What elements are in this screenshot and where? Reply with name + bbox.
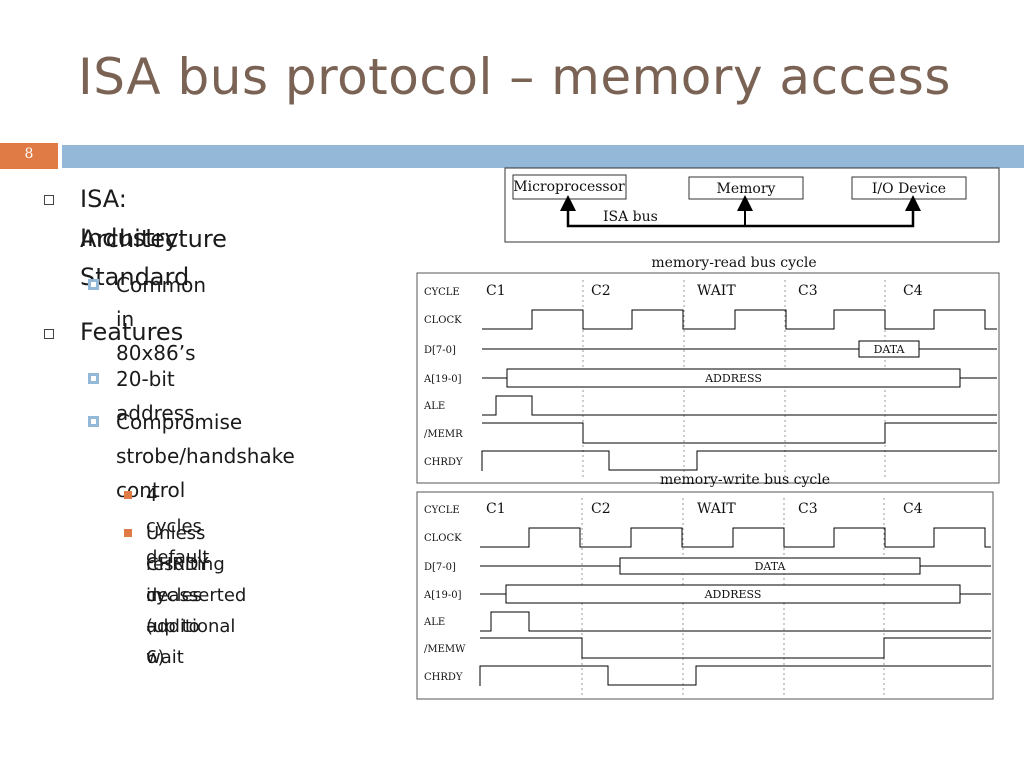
read-signal-label: CYCLE: [424, 287, 460, 298]
write-signal-label: CYCLE: [424, 505, 460, 516]
memory-label: Memory: [717, 181, 776, 197]
write-signal-label: CHRDY: [424, 672, 463, 683]
read-ale-waveform: [482, 395, 997, 416]
bullet-compromise-continued: strobe/handshake control: [116, 444, 295, 502]
microprocessor-label: Microprocessor: [513, 179, 625, 195]
page-number-box: [0, 143, 58, 169]
read-clock-waveform: [482, 309, 997, 330]
bullet-features: Features: [80, 318, 184, 346]
page-number: 8: [24, 146, 34, 162]
read-signal-label: /MEMR: [424, 429, 463, 440]
slide-title: ISA bus protocol – memory access: [78, 48, 951, 106]
bullet-chrdy-continued-2: cycles (up to 6): [146, 585, 202, 668]
square-bullet-icon: [88, 373, 99, 384]
write-data-label: DATA: [755, 560, 787, 573]
write-clock-waveform: [480, 527, 991, 548]
io-device-label: I/O Device: [872, 181, 946, 197]
bullet-isa-continued: Architecture: [80, 225, 227, 253]
write-address-box: [505, 584, 961, 604]
read-signal-label: CHRDY: [424, 457, 463, 468]
read-address-box: [506, 368, 961, 388]
write-caption: memory-write bus cycle: [660, 472, 830, 488]
bullet-compromise: Compromise: [116, 410, 243, 434]
square-bullet-icon: [88, 416, 99, 427]
write-data-box: [619, 557, 921, 575]
write-waveforms: CYCLE CLOCK D[7-0] A[19-0] ALE/MEMW CHRDY C1 C2…: [423, 498, 991, 695]
read-signal-label: A[19-0]: [423, 374, 462, 385]
read-cycle-label: C2: [591, 283, 611, 299]
bullet-chrdy-continued: resulting in additional wait: [146, 554, 236, 668]
read-caption: memory-read bus cycle: [651, 255, 816, 271]
hollow-square-bullet-icon: [44, 329, 54, 339]
write-cycle-label: C2: [591, 501, 611, 517]
read-data-label: DATA: [874, 343, 906, 356]
bullet-address: 20-bit address: [116, 367, 195, 425]
read-data-box: [858, 340, 920, 358]
write-cycle-label: C3: [798, 501, 818, 517]
write-signal-label: A[19-0]: [423, 590, 462, 601]
read-chrdy-waveform: [481, 450, 997, 471]
write-timing-diagram: memory-write bus cycle CYCLE CLOCK D[7-0] A…: [416, 472, 994, 700]
bullet-common: Common in 80x86’s: [116, 273, 207, 365]
read-signal-label: ALE: [423, 401, 445, 412]
read-waveforms: CYCLE CLOCK D[7-0] A[19-0] ALE/MEMR CHRDY C1 C2…: [423, 280, 997, 478]
read-timing-diagram: memory-read bus cycle CYCLE CLOCK D[7-0] A[…: [416, 255, 1000, 484]
read-cycle-label: C4: [903, 283, 923, 299]
write-cycle-label: C1: [486, 501, 506, 517]
filled-square-bullet-icon: [124, 529, 132, 537]
read-cycle-label: C3: [798, 283, 818, 299]
write-signal-label: D[7-0]: [424, 562, 456, 573]
write-cycle-label: C4: [903, 501, 923, 517]
isa-bus-label: ISA bus: [603, 209, 658, 225]
read-cycle-label: C1: [486, 283, 506, 299]
bullet-cycles-default: 4 cycles default: [146, 485, 210, 568]
read-signal-label: D[7-0]: [424, 345, 456, 356]
write-cycle-label: WAIT: [697, 501, 736, 517]
bus-block-diagram: Microprocessor Memory I/O Device ISA bus: [504, 167, 1000, 243]
read-signal-label: CLOCK: [424, 315, 462, 326]
write-signal-label: ALE: [423, 617, 445, 628]
read-strobe-waveform: [482, 422, 997, 444]
write-strobe-waveform: [480, 637, 991, 659]
write-signal-label: CLOCK: [424, 533, 462, 544]
write-signal-label: /MEMW: [424, 644, 466, 655]
hollow-square-bullet-icon: [44, 195, 54, 205]
write-address-label: ADDRESS: [704, 588, 762, 601]
accent-bar: [62, 145, 1024, 168]
read-address-label: ADDRESS: [704, 372, 762, 385]
bullet-chrdy: Unless CHRDY deasserted –: [146, 523, 247, 637]
read-cycle-label: WAIT: [697, 283, 736, 299]
filled-square-bullet-icon: [124, 491, 132, 499]
write-chrdy-waveform: [479, 665, 991, 686]
write-ale-waveform: [480, 611, 991, 632]
bullet-isa: ISA: Industry Standard: [80, 185, 190, 291]
square-bullet-icon: [88, 279, 99, 290]
